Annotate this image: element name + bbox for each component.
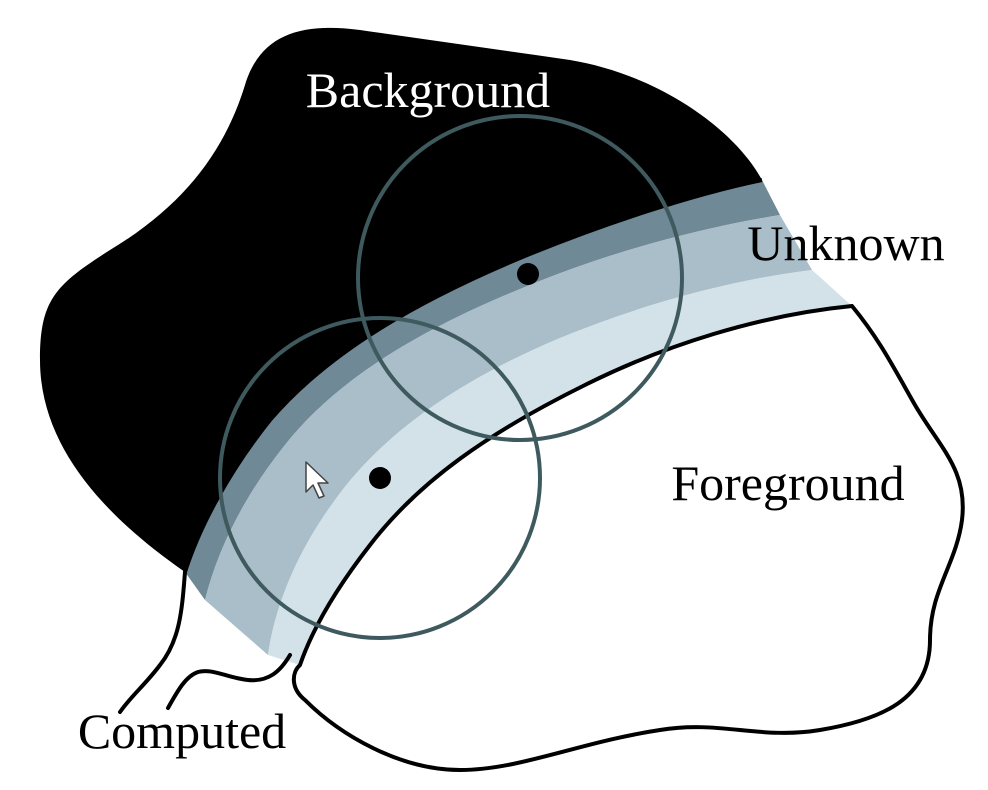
unknown-mid-band [205,215,812,655]
lower-center-dot [369,467,391,489]
background-label: Background [306,62,550,118]
unknown-light-band [268,270,852,665]
foreground-label: Foreground [671,455,904,511]
computed-pointer-line-2 [166,653,292,710]
foreground-outline [291,304,965,772]
computed-pointer-line-1 [118,570,187,714]
upper-circle [356,114,684,442]
lower-circle [218,316,542,640]
background-region [40,27,762,572]
computed-label: Computed [78,703,286,759]
upper-center-dot [517,263,539,285]
unknown-dark-band [185,180,780,600]
mouse-pointer-icon [305,461,329,499]
unknown-label: Unknown [747,215,944,271]
